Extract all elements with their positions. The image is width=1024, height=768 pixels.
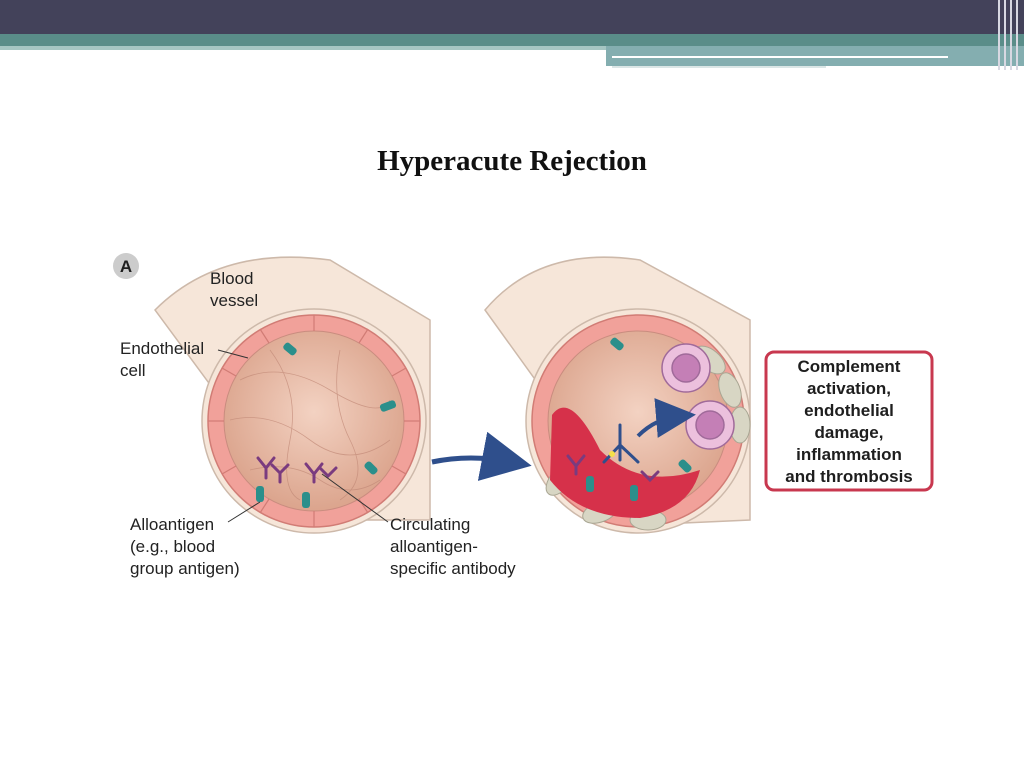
svg-text:Endothelial: Endothelial	[120, 339, 204, 358]
damaged-blood-vessel	[484, 256, 751, 534]
slide-header-line	[612, 56, 948, 58]
inflammation-arrow	[636, 398, 696, 438]
neutrophils	[661, 343, 735, 450]
outcome-box: Complement activation, endothelial damag…	[764, 350, 934, 492]
svg-text:Circulating: Circulating	[390, 515, 470, 534]
svg-text:cell: cell	[120, 361, 146, 380]
label-alloantigen: Alloantigen (e.g., blood group antigen)	[130, 501, 261, 578]
svg-text:and thrombosis: and thrombosis	[785, 467, 913, 486]
svg-text:activation,: activation,	[807, 379, 891, 398]
svg-text:A: A	[120, 257, 132, 276]
svg-text:specific antibody: specific antibody	[390, 559, 516, 578]
svg-text:damage,: damage,	[815, 423, 884, 442]
svg-text:(e.g., blood: (e.g., blood	[130, 537, 215, 556]
slide-header-band	[0, 34, 1024, 46]
slide-header-stripe	[0, 46, 606, 50]
progression-arrow	[431, 431, 532, 481]
svg-text:inflammation: inflammation	[796, 445, 902, 464]
label-endothelial-cell: Endothelial cell	[120, 339, 249, 380]
slide-title: Hyperacute Rejection	[377, 145, 647, 177]
vessel-lumen	[223, 330, 405, 512]
svg-text:vessel: vessel	[210, 291, 258, 310]
label-blood-vessel: Blood vessel	[210, 269, 258, 310]
alloantigen-markers	[256, 342, 397, 508]
svg-text:Alloantigen: Alloantigen	[130, 515, 214, 534]
hyperacute-rejection-diagram: A Bl	[113, 253, 934, 578]
svg-text:Complement: Complement	[798, 357, 901, 376]
slide-top-bar	[0, 0, 1024, 34]
panel-label: A	[113, 253, 139, 279]
svg-text:group antigen): group antigen)	[130, 559, 240, 578]
normal-blood-vessel	[154, 256, 431, 534]
antibody-markers	[256, 456, 338, 484]
slide-header-line	[612, 66, 826, 68]
complement-complex	[602, 423, 640, 464]
svg-text:endothelial: endothelial	[804, 401, 894, 420]
label-circulating-antibody: Circulating alloantigen- specific antibo…	[321, 473, 516, 578]
svg-text:Blood: Blood	[210, 269, 253, 288]
slide-edge-stripes	[994, 0, 1024, 70]
svg-text:alloantigen-: alloantigen-	[390, 537, 478, 556]
